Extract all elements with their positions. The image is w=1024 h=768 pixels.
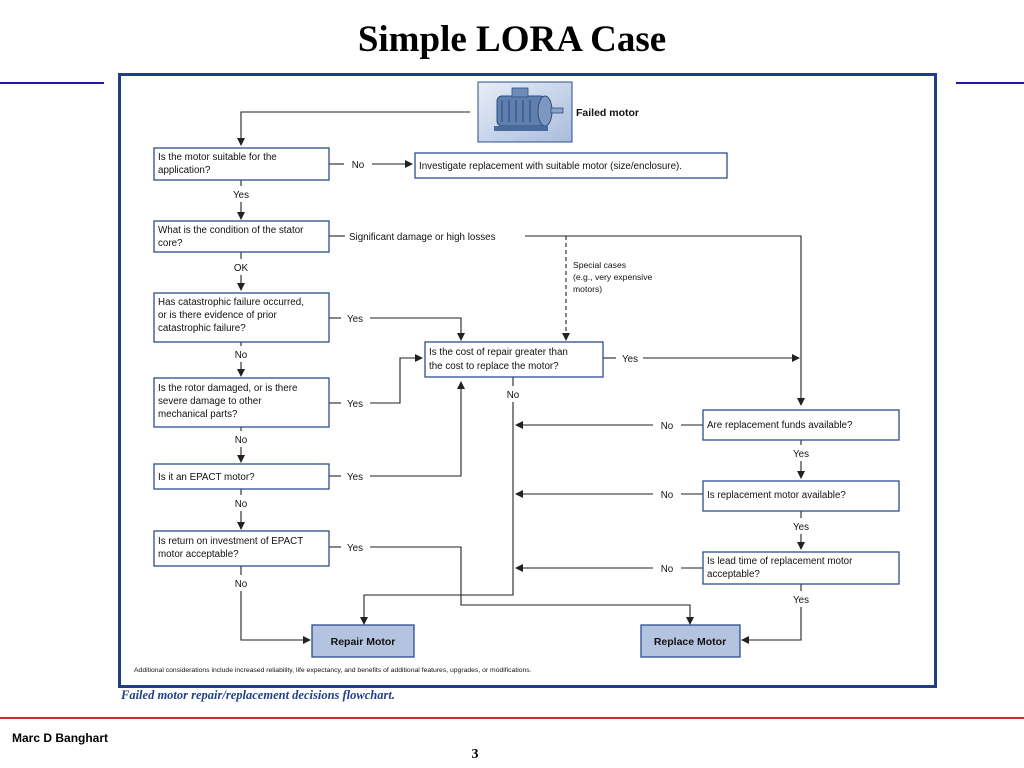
- q-catastrophic-line-3: catastrophic failure?: [158, 323, 246, 334]
- special-cases-line-1: Special cases: [573, 260, 626, 270]
- q-available-text: Is replacement motor available?: [707, 490, 846, 501]
- connector-lines: [237, 111, 805, 644]
- repair-motor-label: Repair Motor: [331, 636, 396, 648]
- box-replacement-available: [702, 480, 900, 512]
- page-number: 3: [471, 747, 479, 762]
- label-cost-yes: Yes: [622, 354, 638, 365]
- box-motor-suitable: [153, 147, 330, 181]
- special-cases-line-2: (e.g., very expensive: [573, 272, 653, 282]
- label-q1-no: No: [352, 160, 365, 171]
- author-name: Marc D Banghart: [12, 731, 109, 745]
- q-rotor-line-1: Is the rotor damaged, or is there: [158, 383, 298, 394]
- label-q4-yes: Yes: [347, 399, 363, 410]
- footer-rule: [0, 717, 1024, 719]
- q-funds-text: Are replacement funds available?: [707, 420, 853, 431]
- label-q4-no: No: [235, 435, 248, 446]
- box-replacement-funds: [702, 409, 900, 441]
- q-leadtime-line-1: Is lead time of replacement motor: [707, 556, 853, 567]
- box-epact-motor: [153, 463, 330, 490]
- label-roi-yes: Yes: [347, 543, 363, 554]
- q-cost-line-1: Is the cost of repair greater than: [429, 347, 568, 358]
- slide-title: Simple LORA Case: [357, 19, 667, 60]
- label-leadtime-no: No: [661, 564, 674, 575]
- failed-motor-image: [477, 81, 573, 143]
- failed-motor-label: Failed motor: [576, 107, 639, 119]
- box-replace-motor: [640, 624, 741, 658]
- q-roi-line-1: Is return on investment of EPACT: [158, 536, 303, 547]
- label-significant-damage: Significant damage or high losses: [349, 232, 496, 243]
- label-cost-no: No: [507, 390, 520, 401]
- investigate-text: Investigate replacement with suitable mo…: [419, 161, 682, 172]
- label-epact-no: No: [235, 499, 248, 510]
- label-q3-yes: Yes: [347, 314, 363, 325]
- box-cost-of-repair: [424, 341, 604, 378]
- q-epact-text: Is it an EPACT motor?: [158, 472, 255, 483]
- box-rotor-damaged: [153, 377, 330, 428]
- q-suitable-line-2: application?: [158, 165, 211, 176]
- electric-motor-icon: [494, 87, 564, 131]
- box-investigate-replacement: [414, 152, 728, 179]
- q-stator-line-1: What is the condition of the stator: [158, 225, 304, 236]
- q-catastrophic-line-2: or is there evidence of prior: [158, 310, 277, 321]
- label-funds-no: No: [661, 421, 674, 432]
- replace-motor-label: Replace Motor: [654, 636, 726, 648]
- label-q3-no: No: [235, 350, 248, 361]
- q-suitable-line-1: Is the motor suitable for the: [158, 152, 277, 163]
- q-catastrophic-line-1: Has catastrophic failure occurred,: [158, 297, 304, 308]
- decision-boxes: [153, 147, 900, 585]
- box-catastrophic-failure: [153, 292, 330, 343]
- q-stator-line-2: core?: [158, 238, 183, 249]
- label-epact-yes: Yes: [347, 472, 363, 483]
- label-leadtime-yes: Yes: [793, 595, 809, 606]
- q-rotor-line-3: mechanical parts?: [158, 409, 238, 420]
- label-available-yes: Yes: [793, 522, 809, 533]
- q-leadtime-line-2: acceptable?: [707, 569, 760, 580]
- q-cost-line-2: the cost to replace the motor?: [429, 361, 559, 372]
- q-roi-line-2: motor acceptable?: [158, 549, 239, 560]
- label-q1-yes: Yes: [233, 190, 249, 201]
- box-stator-condition: [153, 220, 330, 253]
- footnote: Additional considerations include increa…: [134, 667, 532, 674]
- label-funds-yes: Yes: [793, 449, 809, 460]
- q-rotor-line-2: severe damage to other: [158, 396, 262, 407]
- box-repair-motor: [311, 624, 415, 658]
- label-q2-ok: OK: [234, 263, 249, 274]
- special-cases-line-3: motors): [573, 284, 602, 294]
- box-roi-acceptable: [153, 530, 330, 567]
- box-lead-time: [702, 551, 900, 585]
- title-rule-right: [956, 82, 1024, 84]
- figure-caption: Failed motor repair/replacement decision…: [121, 688, 395, 702]
- label-roi-no: No: [235, 579, 248, 590]
- label-available-no: No: [661, 490, 674, 501]
- title-rule-left: [0, 82, 104, 84]
